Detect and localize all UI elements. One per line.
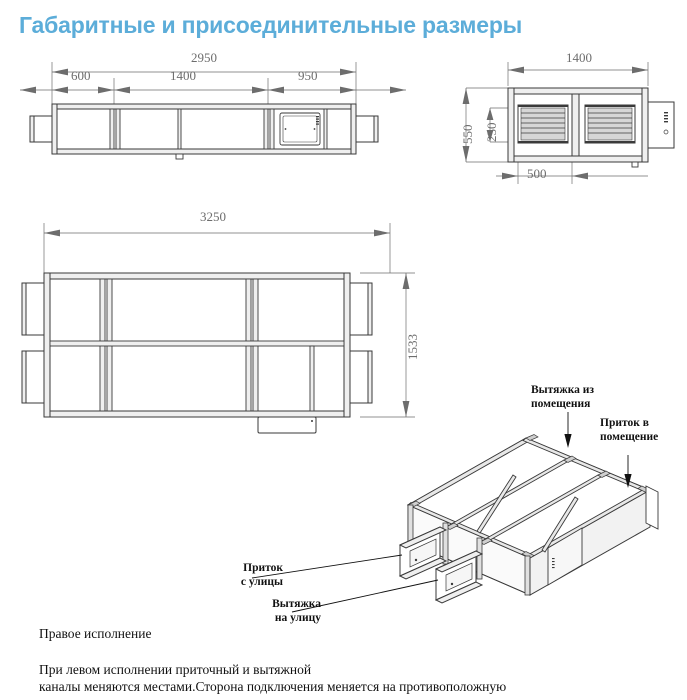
callout-exhaust-to-street: Вытяжка на улицу: [253, 598, 321, 625]
plan-dimension-arrows: [44, 229, 410, 417]
callout-exhaust-from-room-line2: помещения: [531, 397, 591, 410]
side-dim-grille-offset: 500: [527, 166, 547, 181]
note-footnote-line2: каналы меняются местами.Сторона подключе…: [39, 678, 507, 694]
iso-top-rails: [407, 437, 651, 559]
front-duct-stubs: [29, 115, 379, 143]
front-dim-seg3: 950: [298, 68, 318, 83]
callout-supply-to-room-line1: Приток в: [600, 417, 649, 429]
callout-exhaust-to-street-line2: на улицу: [274, 611, 321, 624]
side-drain-nub: [631, 161, 639, 168]
plan-partitions: [49, 278, 345, 412]
plan-duct-stubs-right: [349, 282, 373, 404]
callout-supply-from-street-line2: с улицы: [240, 575, 283, 588]
isometric-view: [230, 390, 687, 640]
callout-exhaust-from-room-line1: Вытяжка из: [531, 384, 595, 396]
iso-access-panel: [547, 527, 583, 586]
callout-exhaust-from-room: Вытяжка из помещения: [531, 384, 594, 411]
callout-exhaust-to-street-line1: Вытяжка: [272, 598, 321, 610]
front-drain-nub: [175, 153, 184, 160]
inspection-hatch: [279, 112, 321, 146]
front-dimension-arrows: [20, 68, 406, 94]
plan-dim-length: 3250: [200, 209, 226, 224]
louvre-grille-right: [584, 104, 636, 144]
callout-supply-to-room: Приток в помещение: [600, 417, 658, 444]
control-box-buttons-icon: [664, 112, 668, 123]
front-dim-seg2: 1400: [170, 68, 196, 83]
hatch-latch-icon: [316, 116, 319, 125]
callout-supply-from-street-line1: Приток: [243, 562, 283, 574]
page-title: Габаритные и присоединительные размеры: [19, 12, 523, 38]
front-partitions: [109, 108, 328, 150]
note-handedness: Правое исполнение: [39, 626, 152, 641]
callout-supply-to-room-line2: помещение: [600, 430, 659, 443]
plan-dimension-lines: [43, 223, 415, 418]
iso-duct-supply-street: [398, 526, 448, 580]
plan-drain-box: [257, 416, 317, 434]
note-footnote: При левом исполнении приточный и вытяжно…: [39, 662, 506, 696]
iso-panel-latch-icon: [552, 558, 555, 569]
side-elevation-view: [440, 50, 687, 195]
side-dim-width: 1400: [566, 50, 592, 65]
front-unit-body: [51, 103, 357, 155]
front-dim-seg1: 600: [71, 68, 91, 83]
plan-view: [0, 205, 440, 435]
note-footnote-line1: При левом исполнении приточный и вытяжно…: [39, 662, 312, 677]
plan-dim-depth: 1533: [405, 334, 420, 360]
side-dim-height-grille: 250: [484, 122, 499, 143]
callout-supply-from-street: Приток с улицы: [225, 562, 283, 589]
iso-callout-arrowheads: [564, 434, 632, 488]
side-dimension-arrows: [462, 66, 648, 180]
iso-duct-exhaust-street: [434, 550, 484, 604]
side-dim-height-overall: 550: [460, 124, 475, 145]
iso-end-collar: [645, 485, 659, 530]
front-elevation-view: [0, 50, 420, 175]
louvre-grille-left: [517, 104, 569, 144]
control-box: [647, 101, 675, 149]
front-dim-overall: 2950: [191, 50, 217, 65]
iso-front-posts: [407, 504, 531, 596]
plan-duct-stubs-left: [21, 282, 45, 404]
